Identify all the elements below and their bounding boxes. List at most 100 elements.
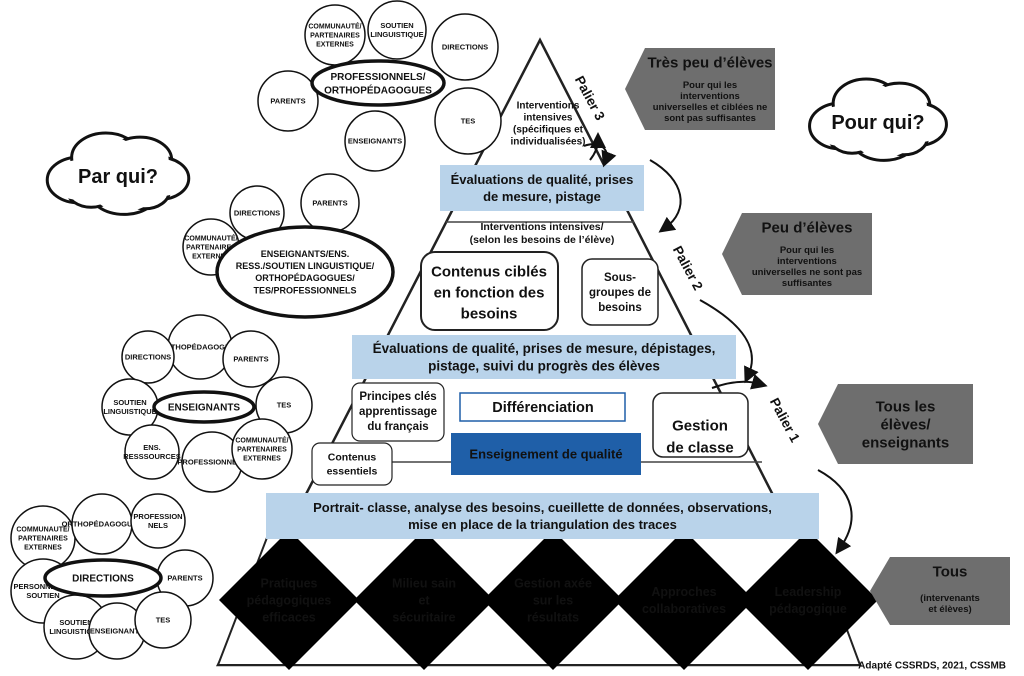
who-bubble: [222, 330, 280, 388]
tier1-box-differenciation: [459, 392, 626, 422]
for-whom-title: Peu d’élèves: [762, 219, 853, 236]
tier-arrow: [699, 299, 759, 384]
tier-arrow: [817, 469, 853, 555]
who-bubble-text: PARENTS: [233, 355, 268, 364]
who-bubble: [431, 13, 499, 81]
tier1-differenciation-text: Différenciation: [492, 400, 594, 416]
who-bubble-text: TES: [461, 117, 476, 126]
tier2-box-contenus: [420, 251, 559, 331]
for-whom-tag: [722, 213, 872, 295]
credit-text: Adapté CSSRDS, 2021, CSSMB: [858, 661, 1006, 672]
palier-label: Palier 1: [767, 395, 803, 445]
who-center-text: ENSEIGNANTS/ENS.RESS./SOUTIEN LINGUISTIQ…: [236, 249, 375, 295]
who-center: [43, 558, 163, 598]
tier2-box-sousgroupes: [581, 258, 659, 326]
base-diamond: [738, 530, 878, 670]
tier1-enseignement-text: Enseignement de qualité: [469, 447, 622, 462]
who-bubble-text: ENS.RESSSOURCES: [123, 443, 181, 461]
tier-arrow: [589, 132, 606, 161]
who-bubble-text: ENSEIGNANTS: [348, 137, 402, 146]
base-band: [266, 493, 819, 539]
tier1-box-enseignement: [451, 433, 641, 475]
who-bubble-text: ORTHOPÉDAGOGUES: [160, 343, 241, 352]
who-bubble: [434, 87, 502, 155]
who-bubble: [124, 424, 180, 480]
who-center-text: PROFESSIONNELS/ORTHOPÉDAGOGUES: [324, 72, 432, 97]
who-bubble-text: DIRECTIONS: [125, 353, 171, 362]
who-center-text: ENSEIGNANTS: [168, 403, 241, 414]
tier2-band-text: Évaluations de qualité, prises de mesure…: [373, 341, 716, 374]
base-band-text: Portrait- classe, analyse des besoins, c…: [313, 500, 772, 532]
who-bubble: [231, 418, 293, 480]
tier1-box-principes: [351, 382, 445, 442]
who-bubble: [121, 330, 175, 384]
tier-arrow: [649, 159, 682, 233]
for-whom-title: Très peu d’élèves: [647, 54, 772, 71]
who-bubble-text: ENSEIGNANTS: [90, 627, 144, 636]
who-bubble-text: DIRECTIONS: [234, 209, 280, 218]
for-whom-tag: [870, 557, 1010, 625]
who-bubble-text: PARENTS: [270, 97, 305, 106]
tier2-heading: Interventions intensives/(selon les beso…: [470, 221, 615, 246]
base-diamond: [614, 530, 754, 670]
cloud-pour-qui: Pour qui?: [808, 77, 948, 162]
tier3-band: [440, 165, 644, 211]
who-bubble-text: DIRECTIONS: [442, 43, 488, 52]
who-bubble-text: TES: [156, 616, 171, 625]
tier-arrow: [711, 374, 768, 390]
tier2-band: [352, 335, 736, 379]
tier1-box-gestion: [652, 392, 749, 458]
cloud-pour-qui-text: Pour qui?: [831, 112, 924, 134]
who-bubble-text: ORTHOPÉDAGOGUES: [62, 520, 143, 529]
who-bubble: [134, 591, 192, 649]
base-diamond: [219, 530, 359, 670]
palier-label: Palier 2: [670, 243, 706, 292]
who-bubble: [130, 493, 186, 549]
who-bubble: [257, 70, 319, 132]
who-bubble-text: PARENTS: [312, 199, 347, 208]
who-bubble-text: PROFESSIONNELS: [177, 458, 246, 467]
base-diamond: [483, 530, 623, 670]
who-center: [152, 390, 256, 424]
for-whom-tag: [625, 48, 775, 130]
who-bubble: [367, 0, 427, 60]
who-bubble-text: PARENTS: [167, 574, 202, 583]
tier1-box-contenus: [311, 442, 393, 486]
who-bubble: [344, 110, 406, 172]
who-bubble-text: TES: [277, 401, 292, 410]
for-whom-title: Tous: [933, 563, 968, 580]
who-center: [310, 59, 446, 107]
cloud-par-qui-text: Par qui?: [78, 166, 158, 188]
cloud-par-qui: Par qui?: [45, 131, 191, 216]
